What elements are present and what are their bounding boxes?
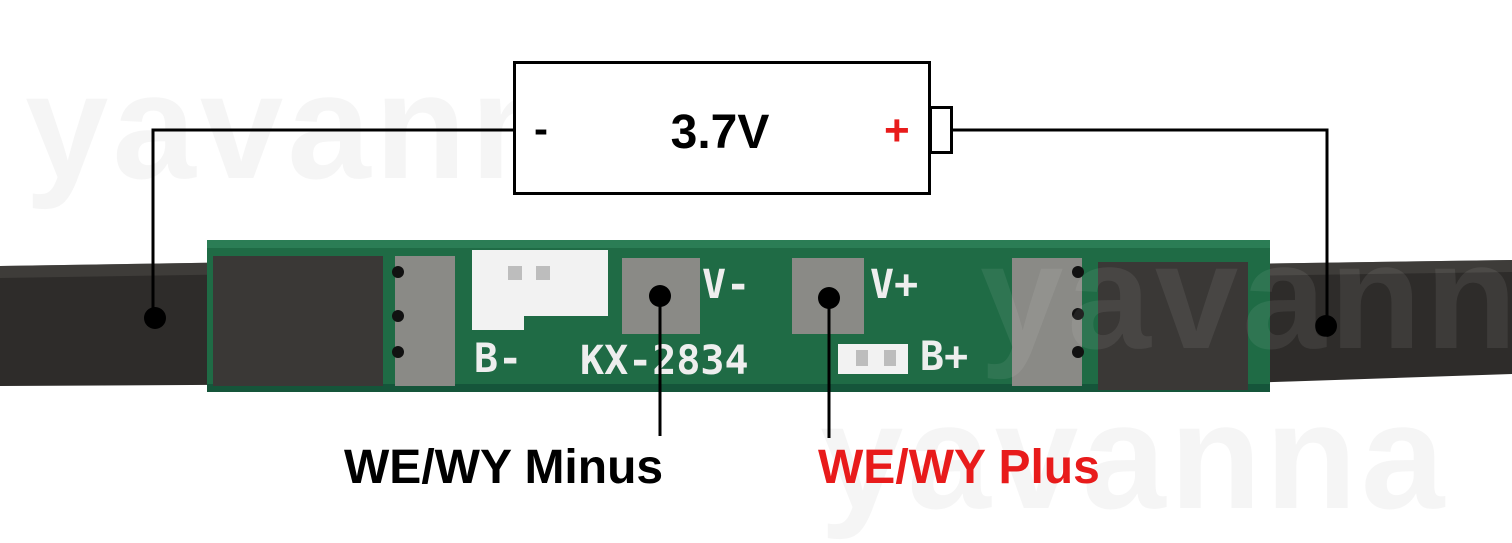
label-b-minus: B-: [474, 336, 522, 382]
wire-positive: [953, 128, 1329, 325]
chip-silkscreen-tab: [472, 316, 524, 330]
chip-silkscreen: [472, 250, 608, 316]
left-solder-joint: [213, 256, 383, 386]
battery-positive-cap: [929, 106, 953, 154]
wire-positive-endpoint: [1315, 315, 1337, 337]
wire-negative: [151, 128, 513, 318]
battery-negative-sign: -: [534, 105, 548, 152]
right-pad: [1012, 258, 1082, 386]
via: [1072, 346, 1084, 358]
chip-pin: [536, 266, 550, 280]
board-model: KX-2834: [580, 338, 749, 384]
smd-component: [838, 344, 908, 374]
chip-pin: [508, 266, 522, 280]
via: [392, 310, 404, 322]
caption-plus: WE/WY Plus: [818, 441, 1100, 494]
right-solder-joint: [1098, 262, 1248, 390]
battery-body: [513, 61, 931, 195]
label-b-plus: B+: [920, 334, 968, 380]
via: [1072, 266, 1084, 278]
caption-minus: WE/WY Minus: [344, 441, 664, 494]
battery-voltage-label: 3.7V: [670, 106, 770, 159]
battery-positive-sign: +: [884, 106, 910, 155]
via: [392, 346, 404, 358]
watermark: yavanna: [980, 212, 1512, 380]
wire-negative-endpoint: [144, 307, 166, 329]
smd-pin: [884, 350, 896, 366]
label-v-minus: V-: [702, 262, 750, 308]
pointer-plus-endpoint: [818, 287, 840, 309]
left-pad: [395, 256, 455, 386]
label-v-plus: V+: [870, 262, 918, 308]
smd-pin: [856, 350, 868, 366]
via: [1072, 308, 1084, 320]
via: [392, 266, 404, 278]
pointer-minus-endpoint: [649, 285, 671, 307]
